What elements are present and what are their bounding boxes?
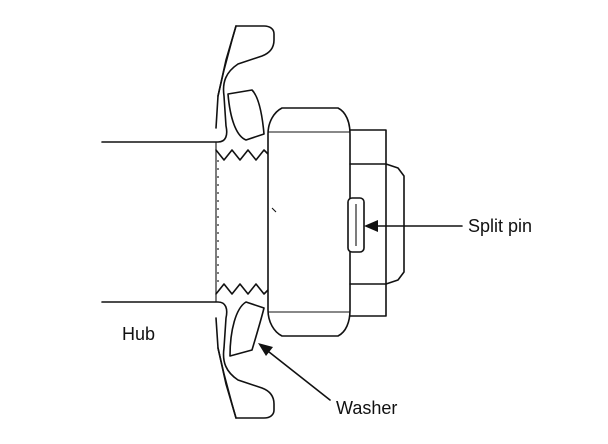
washer-label: Washer <box>336 398 397 418</box>
washer-leader <box>258 343 331 401</box>
castle-nut <box>267 107 351 337</box>
washer-upper <box>227 89 265 141</box>
split-pin-leader <box>364 220 463 232</box>
split-pin-label: Split pin <box>468 216 532 236</box>
split-pin <box>347 197 365 253</box>
nut-retainer <box>349 129 405 317</box>
threaded-spindle <box>215 142 273 302</box>
hub-label: Hub <box>122 324 155 344</box>
hub-body <box>101 25 275 419</box>
washer-lower <box>229 301 265 357</box>
